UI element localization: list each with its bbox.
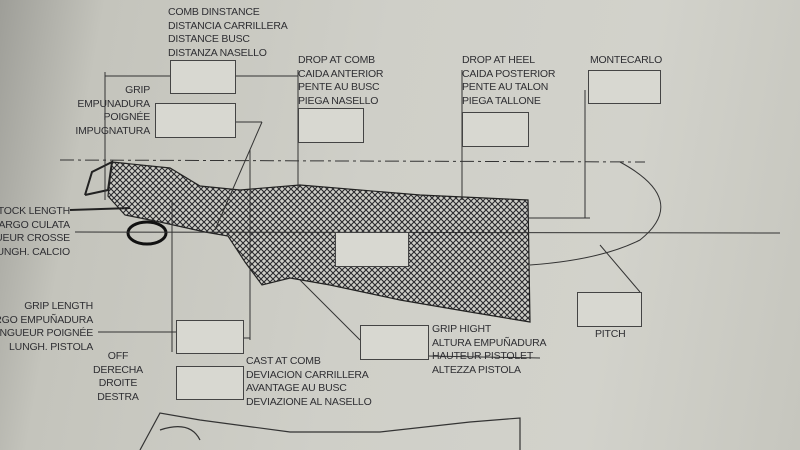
label-line: COMB DINSTANCE — [168, 6, 260, 18]
label-line: POIGNÉE — [103, 111, 151, 123]
label-line: ALTURA EMPUÑADURA — [432, 336, 547, 349]
label-line: DESTRA — [97, 390, 139, 403]
drop-at-comb-box — [298, 108, 364, 143]
off-label: OFF DERECHA DROITE DESTRA — [88, 350, 148, 404]
label-line: DEVIAZIONE AL NASELLO — [246, 395, 372, 408]
label-line: DISTANZA NASELLO — [168, 46, 267, 59]
label-line: STOCK LENGTH — [0, 205, 70, 217]
grip-height-label: GRIP HIGHT ALTURA EMPUÑADURA HAUTEUR PIS… — [432, 323, 546, 377]
label-line: PIEGA TALLONE — [462, 94, 541, 107]
label-line: LONGUEUR POIGNÉE — [0, 327, 93, 339]
off-box — [176, 366, 244, 400]
label-line: CAIDA ANTERIOR — [298, 67, 384, 80]
stock-shape — [107, 161, 531, 323]
label-line: LONGUEUR CROSSE — [0, 232, 70, 244]
label-line: HAUTEUR PISTOLET — [432, 350, 534, 362]
label-line: PENTE AU BUSC — [298, 81, 380, 93]
drop-at-comb-label: DROP AT COMB CAIDA ANTERIOR PENTE AU BUS… — [298, 54, 384, 108]
trigger-guard — [126, 220, 168, 246]
label-line: GRIP — [125, 84, 150, 96]
pitch-arc — [529, 161, 662, 266]
label-line: GRIP HIGHT — [432, 323, 492, 335]
montecarlo-label: MONTECARLO — [590, 54, 663, 66]
label-line: AVANTAGE AU BUSC — [246, 382, 347, 394]
drop-at-heel-label: DROP AT HEEL CAIDA POSTERIOR PENTE AU TA… — [462, 54, 555, 108]
label-line: LUNGH. PISTOLA — [9, 340, 93, 353]
montecarlo-box — [588, 70, 661, 104]
dimension-lines — [74, 70, 781, 359]
grip-height-box — [360, 325, 429, 360]
label-line: PENTE AU TALON — [462, 81, 549, 93]
label-line: CAST AT COMB — [246, 355, 321, 367]
cast-at-comb-label: CAST AT COMB DEVIACION CARRILLERA AVANTA… — [246, 355, 372, 409]
label-line: DISTANCE BUSC — [168, 33, 250, 45]
label-line: LUNGH. CALCIO — [0, 245, 70, 258]
comb-distance-box — [170, 60, 236, 94]
grip-length-box — [176, 320, 244, 354]
label-line: CAIDA POSTERIOR — [462, 67, 556, 80]
label-line: DISTANCIA CARRILLERA — [168, 19, 288, 32]
drop-at-heel-box — [462, 112, 529, 147]
label-line: DEVIACION CARRILLERA — [246, 368, 369, 381]
pitch-box — [577, 292, 642, 327]
label-line: EMPUNADURA — [77, 97, 150, 110]
grip-label: GRIP EMPUNADURA POIGNÉE IMPUGNATURA — [75, 84, 150, 138]
label-line: LARGO EMPUÑADURA — [0, 313, 93, 326]
label-line: IMPUGNATURA — [75, 124, 150, 137]
label-line: GRIP LENGTH — [24, 300, 93, 312]
label-line: DROP AT HEEL — [462, 54, 535, 66]
grip-box — [155, 103, 236, 138]
top-view-outline — [139, 412, 521, 450]
stock-center-box — [335, 232, 409, 267]
receiver-outline — [69, 160, 131, 211]
comb-distance-label: COMB DINSTANCE DISTANCIA CARRILLERA DIST… — [168, 6, 288, 60]
label-line: OFF — [107, 350, 129, 362]
stock-length-label: STOCK LENGTH LARGO CULATA LONGUEUR CROSS… — [0, 205, 70, 259]
label-line: LARGO CULATA — [0, 218, 70, 231]
bore-axis-line — [59, 159, 646, 163]
label-line: DROITE — [98, 377, 138, 389]
label-line: PIEGA NASELLO — [298, 94, 379, 107]
label-line: ALTEZZA PISTOLA — [432, 363, 521, 376]
pitch-label: PITCH — [595, 328, 626, 340]
label-line: DROP AT COMB — [298, 54, 375, 66]
grip-length-label: GRIP LENGTH LARGO EMPUÑADURA LONGUEUR PO… — [0, 300, 93, 354]
label-line: DERECHA — [93, 363, 143, 376]
